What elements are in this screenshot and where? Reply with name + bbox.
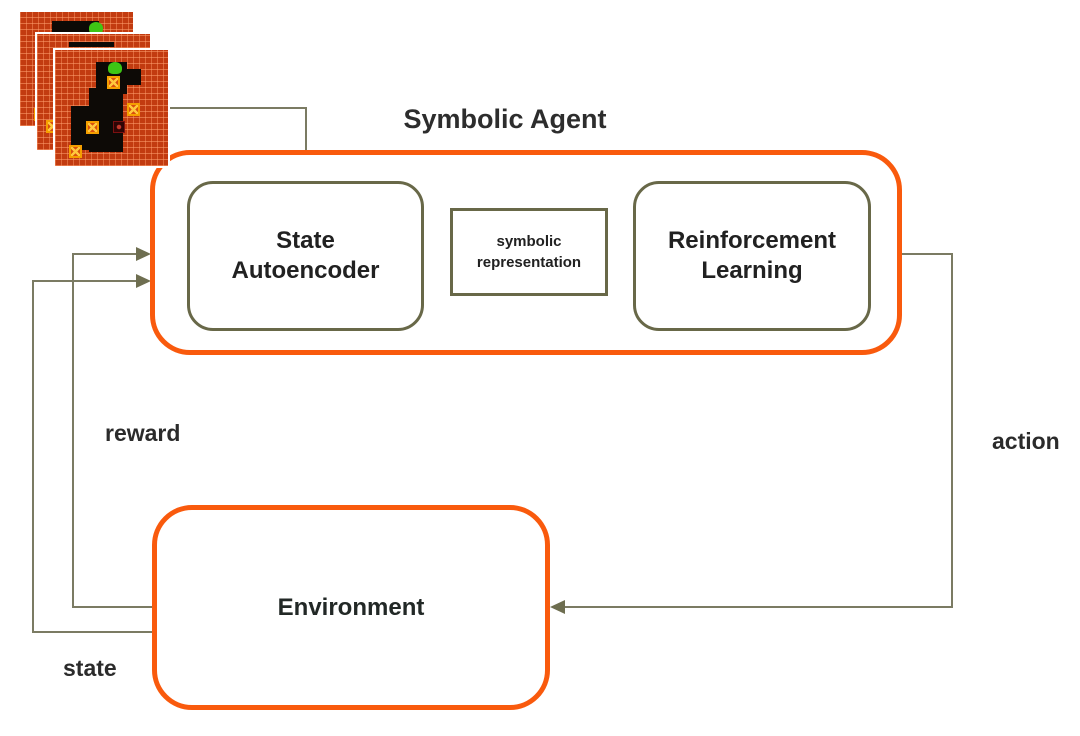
edge-label-action: action (992, 428, 1060, 454)
node-symbolic-representation: symbolic representation (450, 208, 608, 296)
game-crate-icon (68, 145, 82, 159)
node-label: representation (476, 254, 582, 271)
input-line-horizontal (170, 107, 307, 109)
node-label: State (276, 227, 335, 254)
game-character-icon (108, 61, 123, 74)
edge-label-state: state (63, 655, 117, 681)
reward-line-vertical (72, 253, 74, 608)
action-line-top (900, 253, 953, 255)
game-crate-icon (85, 120, 99, 134)
state-line-vertical (32, 280, 34, 633)
node-label: Learning (701, 257, 803, 284)
game-frame-front (53, 48, 170, 168)
edge-label-reward: reward (105, 420, 181, 446)
state-line-top (33, 280, 139, 282)
node-environment: Environment (152, 505, 550, 710)
node-label: Autoencoder (231, 257, 380, 284)
node-label: Reinforcement (667, 227, 837, 254)
state-arrowhead-icon (136, 274, 151, 288)
input-line-vertical (305, 107, 307, 167)
game-crate-icon (106, 75, 120, 89)
action-arrowhead-icon (550, 600, 565, 614)
game-target-icon (112, 120, 125, 133)
node-label: symbolic (496, 233, 562, 250)
diagram-title: Symbolic Agent (403, 104, 607, 134)
node-state-autoencoder: State Autoencoder (187, 181, 424, 331)
game-character-icon (88, 22, 103, 35)
reward-line-top (73, 253, 139, 255)
state-line-bottom (32, 631, 156, 633)
game-corridor (122, 68, 141, 85)
node-label: Environment (277, 593, 425, 621)
game-crate-icon (127, 103, 141, 117)
reward-arrowhead-icon (136, 247, 151, 261)
action-line-bottom (563, 606, 953, 608)
game-corridor (68, 42, 114, 47)
reward-line-bottom (72, 606, 156, 608)
action-line-vertical (951, 253, 953, 608)
node-reinforcement-learning: Reinforcement Learning (633, 181, 871, 331)
